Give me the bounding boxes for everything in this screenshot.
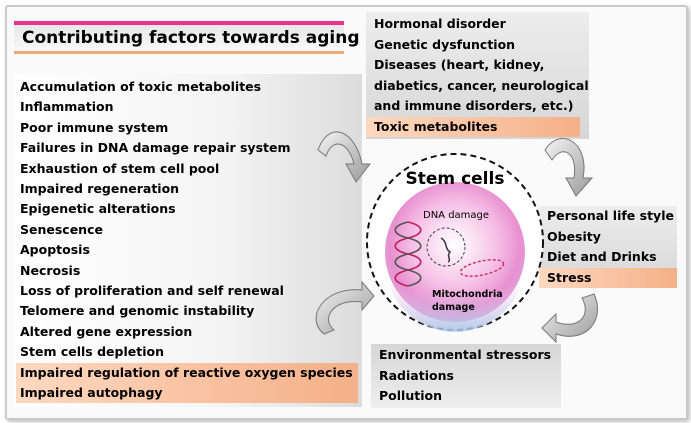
left-list-item: Necrosis <box>20 262 81 278</box>
left-list-item: Telomere and genomic instability <box>20 303 255 319</box>
right-item: Personal life style <box>547 208 674 223</box>
left-list-item: Senescence <box>20 221 103 237</box>
figure-title: Contributing factors towards aging <box>22 28 360 48</box>
nucleus-icon <box>426 227 466 267</box>
left-list-item: Exhaustion of stem cell pool <box>20 160 220 176</box>
stem-cell-body <box>385 182 525 322</box>
top-right-item: diabetics, cancer, neurological <box>374 77 589 93</box>
top-right-item: Diseases (heart, kidney, <box>374 57 545 72</box>
left-list-item: Altered gene expression <box>20 323 193 339</box>
left-list-item: Accumulation of toxic metabolites <box>20 79 262 94</box>
arrow-left-bottom <box>315 280 375 335</box>
arrow-right-top <box>544 138 594 197</box>
mitochondria-damage-label: Mitochondria <box>432 289 503 300</box>
top-right-item: and immune disorders, etc.) <box>374 98 574 113</box>
right-item: Diet and Drinks <box>547 249 657 264</box>
right-item: Obesity <box>547 228 601 244</box>
dna-fragment-icon <box>440 237 452 263</box>
stem-cells-label: Stem cells <box>405 169 505 189</box>
dna-damage-label: DNA damage <box>423 210 490 221</box>
top-right-item: Hormonal disorder <box>374 16 506 31</box>
left-list-item: Loss of proliferation and self renewal <box>20 283 284 298</box>
right-item: Stress <box>539 267 677 288</box>
left-list-item: Impaired regeneration <box>20 181 180 196</box>
left-list-item: Failures in DNA damage repair system <box>20 140 291 156</box>
left-list-item: Apoptosis <box>20 242 90 258</box>
left-list-item: Impaired autophagy <box>16 383 358 403</box>
arrow-left-top <box>317 131 372 183</box>
left-list-item: Inflammation <box>20 99 114 115</box>
top-right-item: Toxic metabolites <box>366 116 580 137</box>
top-right-item: Genetic dysfunction <box>374 36 516 52</box>
bottom-item: Radiations <box>379 367 454 383</box>
left-list-item: Poor immune system <box>20 119 169 135</box>
left-list-item: Stem cells depletion <box>20 344 164 360</box>
dna-helix-icon <box>394 221 422 287</box>
bottom-item: Pollution <box>379 388 442 403</box>
stem-cell-base <box>388 282 522 332</box>
arrow-right-bottom <box>541 293 599 344</box>
left-list-item: Epigenetic alterations <box>20 201 176 217</box>
bottom-item: Environmental stressors <box>379 347 552 362</box>
title-banner: Contributing factors towards aging <box>14 21 360 54</box>
mitochondria-damage-label-2: damage <box>432 302 475 313</box>
left-list-item: Impaired regulation of reactive oxygen s… <box>16 362 358 383</box>
mitochondria-icon <box>459 259 505 277</box>
